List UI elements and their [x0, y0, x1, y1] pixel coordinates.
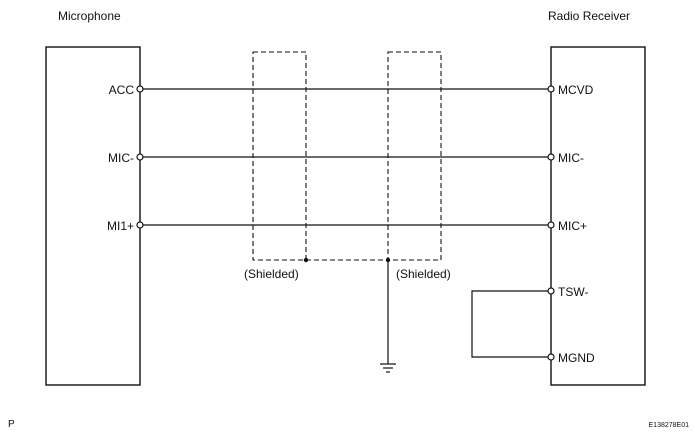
- terminal-mi1-plus: [136, 221, 144, 229]
- microphone-title: Microphone: [58, 9, 121, 23]
- radio-receiver-box: [550, 46, 646, 386]
- terminal-mic-minus-right: [547, 153, 555, 161]
- pin-label-mic-plus: MIC+: [558, 219, 587, 233]
- pin-label-mic-minus-left: MIC-: [108, 151, 134, 165]
- shield-label-left: (Shielded): [244, 267, 299, 281]
- radio-receiver-title: Radio Receiver: [548, 9, 630, 23]
- shield-box-right: [387, 51, 442, 261]
- corner-mark: P: [8, 419, 15, 430]
- figure-code: E138278E01: [649, 422, 690, 429]
- terminal-acc: [136, 85, 144, 93]
- pin-label-tsw-minus: TSW-: [558, 285, 588, 299]
- shield-junction-left: [303, 257, 309, 263]
- pin-label-mcvd: MCVD: [558, 83, 594, 97]
- terminal-mic-minus-left: [136, 153, 144, 161]
- ground-icon: [380, 363, 396, 373]
- pin-label-mgnd: MGND: [558, 351, 595, 365]
- terminal-mcvd: [547, 85, 555, 93]
- terminal-mic-plus: [547, 221, 555, 229]
- pin-label-mi1-plus: MI1+: [107, 219, 134, 233]
- pin-label-mic-minus-right: MIC-: [558, 151, 584, 165]
- shield-box-left: [252, 51, 307, 261]
- terminal-tsw-minus: [547, 287, 555, 295]
- microphone-box: [45, 46, 141, 386]
- pin-label-acc: ACC: [109, 83, 135, 97]
- terminal-mgnd: [547, 353, 555, 361]
- wire-tsw-mgnd-loop: [471, 290, 551, 358]
- shield-label-right: (Shielded): [396, 267, 451, 281]
